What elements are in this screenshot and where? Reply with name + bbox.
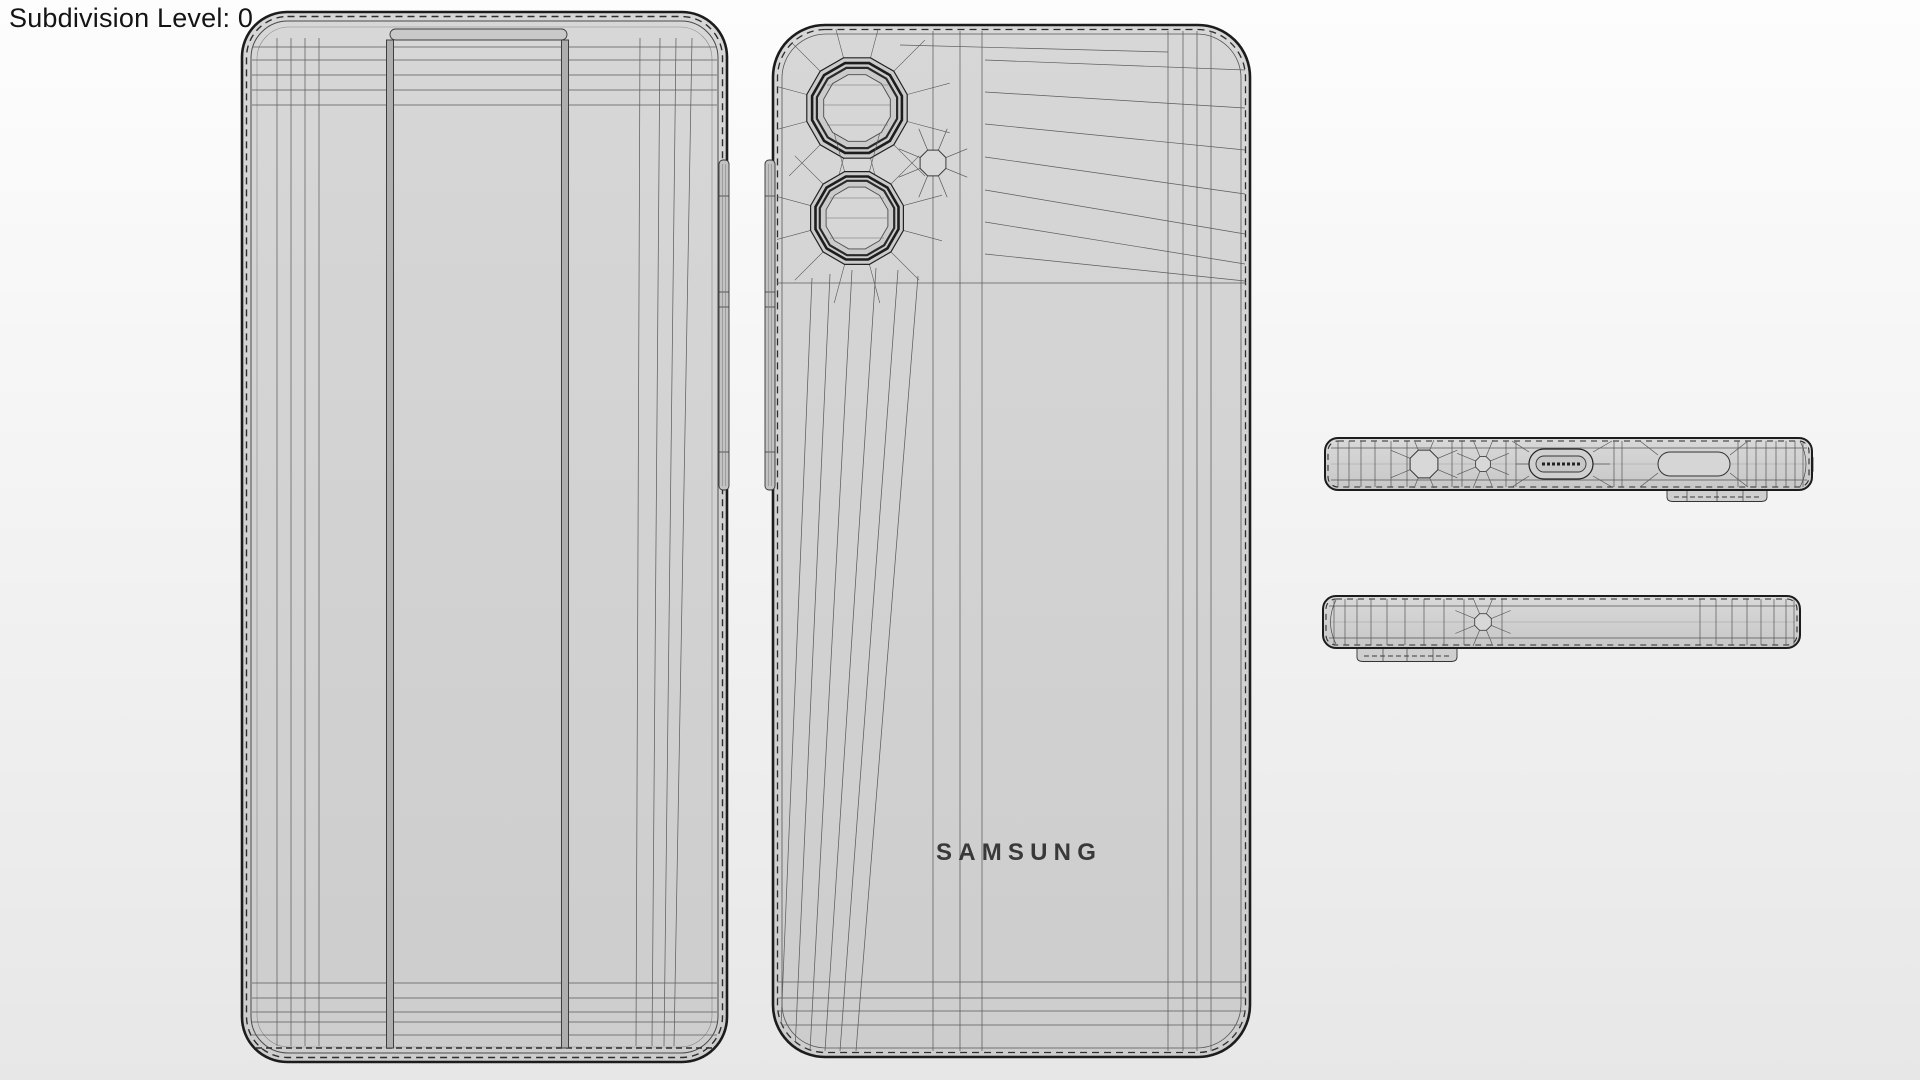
front-horizontal-lines [252, 46, 717, 1036]
front-seam-left [386, 39, 394, 1049]
front-border-ticks [245, 15, 724, 1059]
back-long-lines [777, 31, 1246, 1052]
bottom-edge-right-cap [1799, 440, 1807, 488]
rear-camera-bottom [777, 132, 943, 304]
back-mesh [777, 29, 1246, 1052]
front-vertical-lines [276, 37, 693, 1047]
side-button-strip-front [718, 159, 730, 491]
back-bezel-line [781, 33, 1242, 1049]
top-edge-ticks [1325, 598, 1798, 646]
speaker-grille [1639, 440, 1749, 488]
top-edge-segments [1333, 599, 1795, 645]
camera-bump-top-profile [1356, 647, 1458, 662]
samsung-logo: SAMSUNG [936, 839, 1102, 866]
microphone-hole [1390, 440, 1458, 488]
side-button-strip-back [764, 159, 776, 491]
bottom-edge-features [1390, 440, 1807, 488]
subdivision-level-label: Subdivision Level: 0 [9, 3, 254, 33]
front-seam-right [561, 39, 569, 1049]
back-border-ticks [776, 28, 1247, 1054]
secondary-mic-hole [1456, 440, 1510, 488]
back-view-wireframe: SAMSUNG [764, 23, 1252, 1059]
usb-c-port [1511, 440, 1613, 488]
front-bezel-line [250, 20, 719, 1054]
front-body [240, 10, 729, 1064]
bottom-edge-view-wireframe [1324, 437, 1814, 502]
back-fan-lines [899, 44, 1246, 282]
front-bezel-line-inner [256, 26, 713, 1048]
front-top-slot [389, 28, 568, 41]
top-edge-left-cap [1330, 599, 1337, 645]
rear-camera-top [777, 29, 950, 201]
bottom-edge-segments [1337, 441, 1804, 487]
top-mic-hole [1455, 598, 1511, 646]
back-bottom-lines [777, 981, 1246, 1026]
front-view-wireframe [240, 10, 730, 1064]
flash-led [898, 128, 968, 198]
bottom-edge-inner-lines [1331, 447, 1807, 481]
top-edge-inner-lines [1329, 605, 1795, 639]
bottom-edge-ticks [1327, 440, 1810, 488]
top-edge-view-wireframe [1322, 595, 1801, 662]
top-edge-features [1330, 598, 1511, 646]
